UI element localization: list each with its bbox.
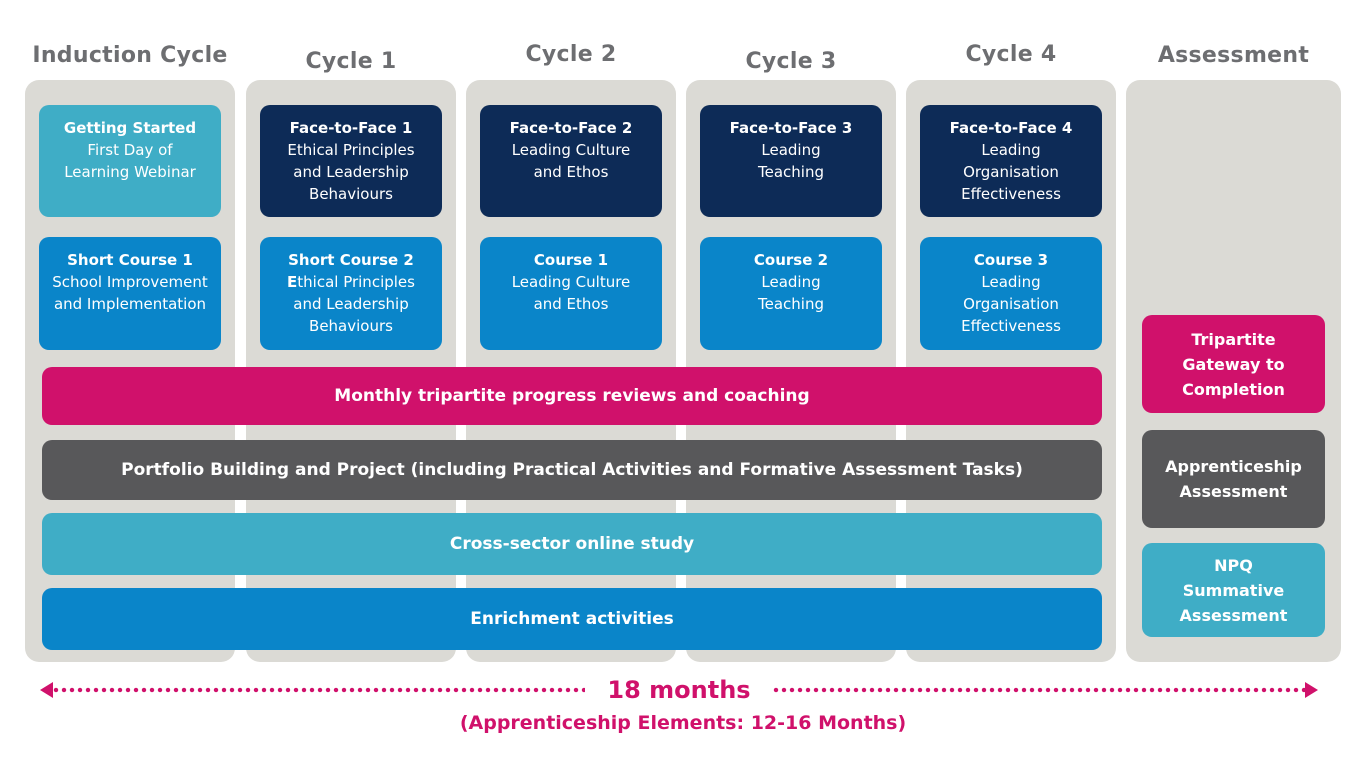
dotted-line [772, 687, 1305, 693]
bar-enrichment-activities: Enrichment activities [42, 588, 1102, 650]
card-npq-summative-assessment: NPQ Summative Assessment [1142, 543, 1325, 637]
card-subtitle: Ethical Principles and Leadership Behavi… [287, 273, 415, 335]
card-title: Face-to-Face 2 [509, 119, 633, 137]
card-title: Short Course 2 [288, 251, 414, 269]
card-tripartite-gateway: Tripartite Gateway to Completion [1142, 315, 1325, 413]
card-subtitle: Leading Culture and Ethos [511, 141, 631, 181]
column-header-cycle-2: Cycle 2 [525, 42, 617, 67]
bar-monthly-tripartite-reviews: Monthly tripartite progress reviews and … [42, 367, 1102, 425]
arrow-right-icon [1305, 682, 1318, 698]
column-header-cycle-1: Cycle 1 [305, 49, 397, 74]
column-header-induction-cycle: Induction Cycle [32, 43, 228, 68]
card-title: Course 3 [973, 251, 1049, 269]
card-subtitle: Ethical Principles and Leadership Behavi… [287, 141, 415, 203]
card-course-2: Course 2 Leading Teaching [700, 237, 882, 350]
card-subtitle: Leading Culture and Ethos [511, 273, 631, 313]
card-title: Short Course 1 [67, 251, 193, 269]
card-short-course-2: Short Course 2 Ethical Principles and Le… [260, 237, 442, 350]
card-title: Course 2 [753, 251, 829, 269]
card-title: Face-to-Face 3 [729, 119, 853, 137]
column-header-cycle-3: Cycle 3 [745, 49, 837, 74]
card-title: Getting Started [63, 119, 197, 137]
duration-label: 18 months [607, 676, 751, 704]
arrow-left-icon [40, 682, 53, 698]
card-title: Face-to-Face 4 [949, 119, 1073, 137]
card-title: Face-to-Face 1 [289, 119, 413, 137]
card-subtitle: Leading Teaching [758, 273, 824, 313]
card-course-1: Course 1 Leading Culture and Ethos [480, 237, 662, 350]
card-face-to-face-1: Face-to-Face 1 Ethical Principles and Le… [260, 105, 442, 217]
card-subtitle: First Day of Learning Webinar [64, 141, 196, 181]
card-subtitle: School Improvement and Implementation [52, 273, 208, 313]
card-subtitle: Leading Teaching [758, 141, 824, 181]
card-getting-started: Getting Started First Day of Learning We… [39, 105, 221, 217]
card-course-3: Course 3 Leading Organisation Effectiven… [920, 237, 1102, 350]
card-face-to-face-3: Face-to-Face 3 Leading Teaching [700, 105, 882, 217]
column-assessment: Tripartite Gateway to Completion Apprent… [1126, 80, 1341, 662]
apprenticeship-elements-label: (Apprenticeship Elements: 12-16 Months) [459, 712, 907, 734]
card-subtitle: Leading Organisation Effectiveness [961, 273, 1061, 335]
card-subtitle: Leading Organisation Effectiveness [961, 141, 1061, 203]
column-header-cycle-4: Cycle 4 [965, 42, 1057, 67]
bar-cross-sector-online-study: Cross-sector online study [42, 513, 1102, 575]
column-header-assessment: Assessment [1157, 43, 1310, 68]
card-title: Course 1 [533, 251, 609, 269]
bar-portfolio-building: Portfolio Building and Project (includin… [42, 440, 1102, 500]
card-face-to-face-4: Face-to-Face 4 Leading Organisation Effe… [920, 105, 1102, 217]
dotted-line [53, 687, 586, 693]
card-short-course-1: Short Course 1 School Improvement and Im… [39, 237, 221, 350]
card-apprenticeship-assessment: Apprenticeship Assessment [1142, 430, 1325, 528]
card-face-to-face-2: Face-to-Face 2 Leading Culture and Ethos [480, 105, 662, 217]
timeline-arrow: 18 months [40, 674, 1318, 706]
